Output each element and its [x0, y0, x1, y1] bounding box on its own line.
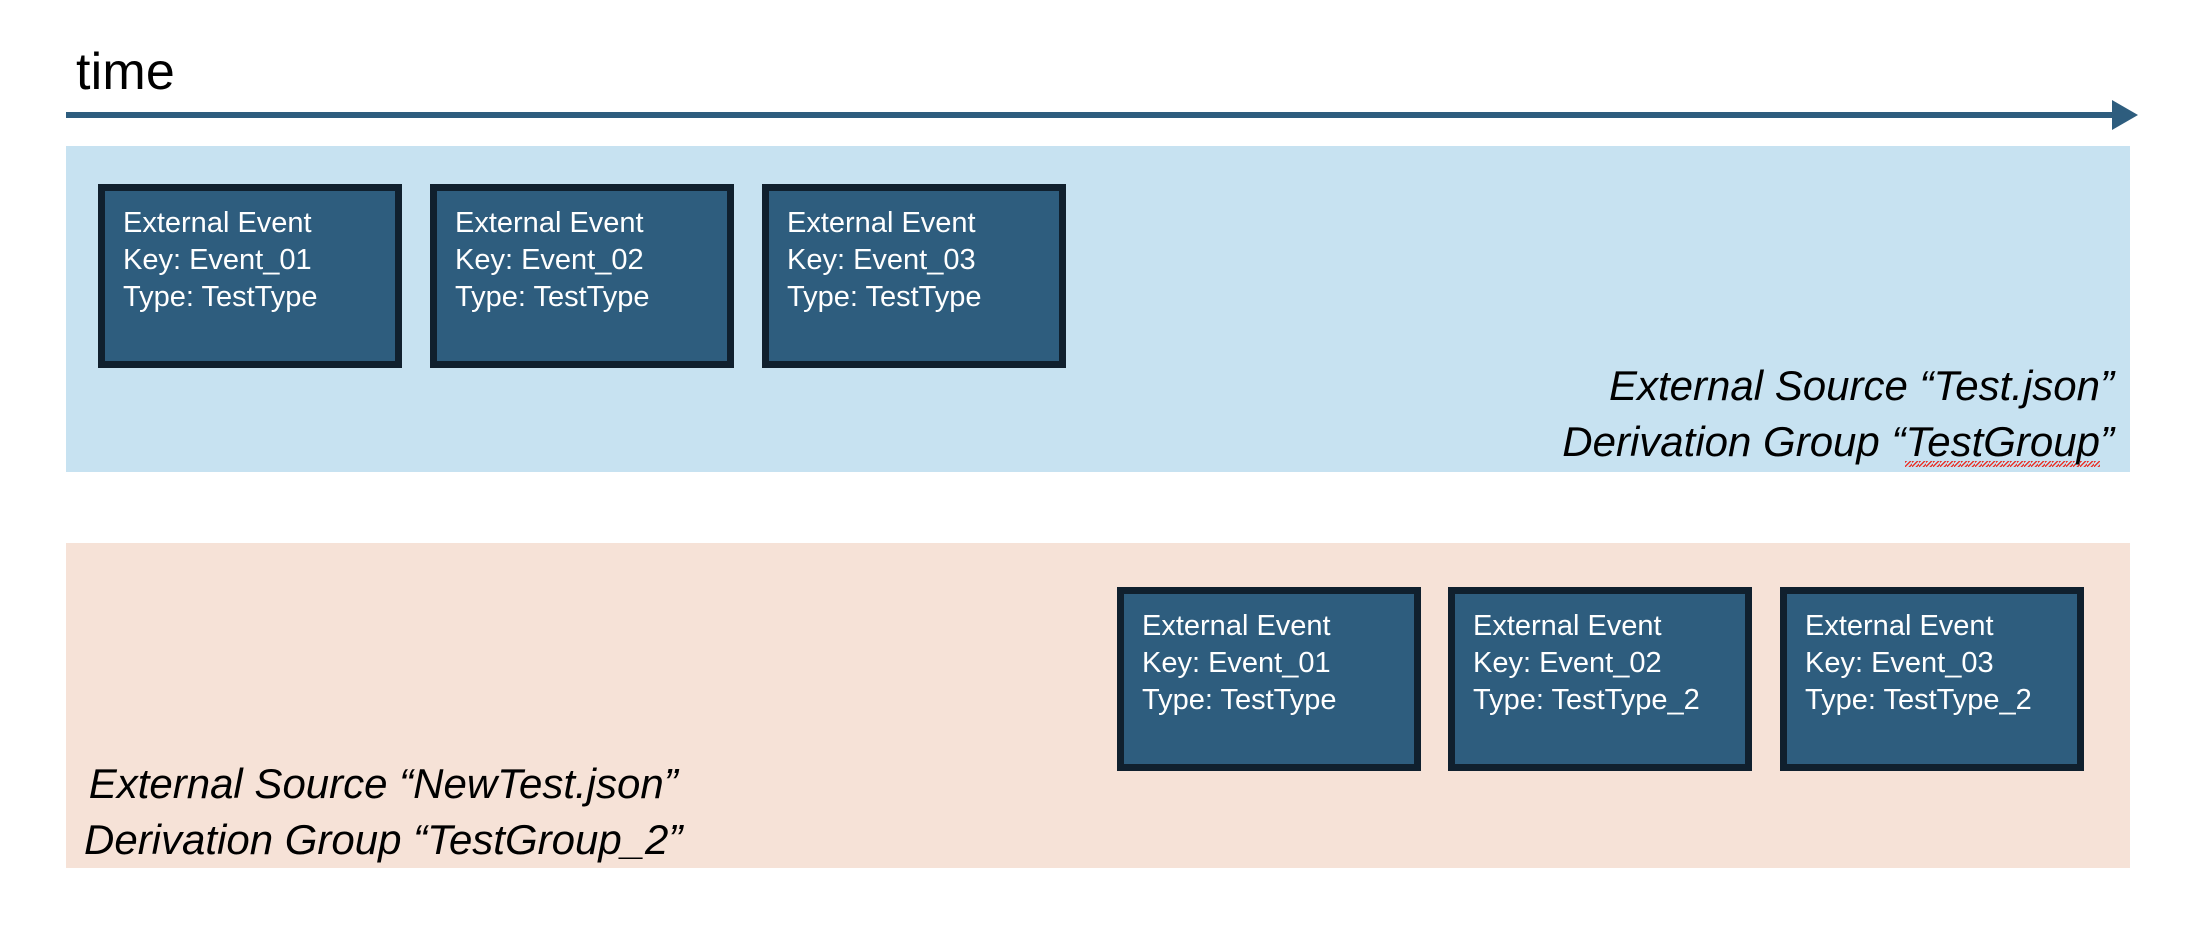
derivation-group-suffix: ”: [2100, 418, 2114, 465]
event-type: Type: TestType: [123, 281, 318, 313]
event-key: Key: Event_01: [123, 244, 312, 276]
event-box[interactable]: External Event Key: Event_02 Type: TestT…: [1448, 587, 1752, 771]
lane-blue-source-label: External Source “Test.json”: [1608, 362, 2114, 409]
event-box-text: External Event Key: Event_03 Type: TestT…: [769, 191, 1059, 316]
derivation-group-suffix: ”: [668, 816, 683, 863]
event-type: Type: TestType_2: [1473, 684, 1700, 716]
derivation-group-name: TestGroup_2: [427, 816, 669, 863]
event-title: External Event: [123, 207, 312, 239]
event-key: Key: Event_03: [1805, 647, 1994, 679]
event-title: External Event: [455, 207, 644, 239]
event-box-text: External Event Key: Event_01 Type: TestT…: [1124, 594, 1414, 719]
event-type: Type: TestType: [787, 281, 982, 313]
event-title: External Event: [1142, 610, 1331, 642]
lane-peach-derivation-group-label: Derivation Group “TestGroup_2”: [84, 812, 682, 868]
lane-peach-source-label: External Source “NewTest.json”: [88, 760, 678, 807]
time-axis-arrow-icon: [2112, 100, 2138, 130]
event-box-text: External Event Key: Event_02 Type: TestT…: [437, 191, 727, 316]
event-type: Type: TestType: [1142, 684, 1337, 716]
lane-peach-caption: External Source “NewTest.json” Derivatio…: [84, 756, 682, 868]
event-box[interactable]: External Event Key: Event_01 Type: TestT…: [98, 184, 402, 368]
event-box[interactable]: External Event Key: Event_02 Type: TestT…: [430, 184, 734, 368]
event-key: Key: Event_02: [455, 244, 644, 276]
lane-blue-background: [66, 146, 2130, 472]
time-axis-line: [66, 112, 2118, 118]
event-title: External Event: [1805, 610, 1994, 642]
event-title: External Event: [1473, 610, 1662, 642]
lane-blue-caption: External Source “Test.json” Derivation G…: [1562, 358, 2114, 471]
event-box-text: External Event Key: Event_01 Type: TestT…: [105, 191, 395, 316]
event-box[interactable]: External Event Key: Event_01 Type: TestT…: [1117, 587, 1421, 771]
event-key: Key: Event_03: [787, 244, 976, 276]
event-type: Type: TestType: [455, 281, 650, 313]
event-key: Key: Event_01: [1142, 647, 1331, 679]
derivation-group-prefix: Derivation Group “: [1562, 418, 1906, 465]
event-box-text: External Event Key: Event_02 Type: TestT…: [1455, 594, 1745, 719]
lane-blue-derivation-group-label: Derivation Group “TestGroup”: [1562, 414, 2114, 471]
event-box[interactable]: External Event Key: Event_03 Type: TestT…: [762, 184, 1066, 368]
event-title: External Event: [787, 207, 976, 239]
event-box[interactable]: External Event Key: Event_03 Type: TestT…: [1780, 587, 2084, 771]
time-axis-label: time: [76, 43, 176, 101]
derivation-group-name: TestGroup: [1905, 418, 2100, 471]
derivation-group-prefix: Derivation Group “: [84, 816, 428, 863]
event-key: Key: Event_02: [1473, 647, 1662, 679]
event-box-text: External Event Key: Event_03 Type: TestT…: [1787, 594, 2077, 719]
event-type: Type: TestType_2: [1805, 684, 2032, 716]
